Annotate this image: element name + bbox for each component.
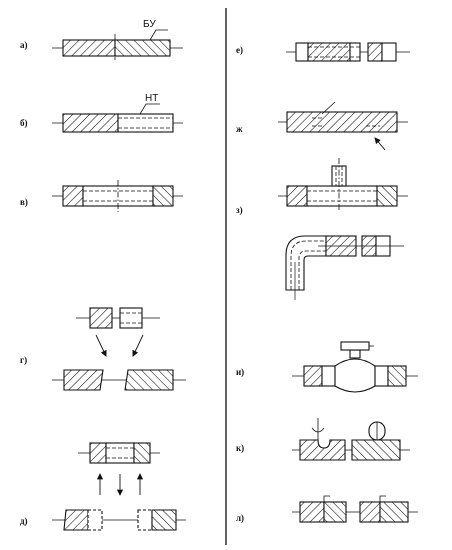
variant-label: а) [20,40,28,50]
variant-i: и) [236,341,418,393]
variant-k: к) [236,418,410,461]
variant-e: е) [236,42,410,62]
variant-label: е) [236,45,243,55]
variant-a: а) БУ [20,19,183,60]
variant-label: б) [20,118,28,128]
variant-label: к) [236,443,244,453]
variant-label: г) [20,355,27,365]
variant-label: и) [236,367,244,377]
variant-z: з) [236,158,408,300]
variant-b: б) НТ [20,93,183,133]
variant-v: в) [20,180,183,212]
variant-zh: ж [236,101,408,151]
variant-d: д) [20,442,186,531]
variant-label: ж [236,124,243,134]
variant-label: л) [236,513,244,523]
variant-label: в) [20,197,28,207]
callout-bu: БУ [143,19,156,30]
variant-label: з) [236,205,243,215]
variant-l: л) [236,495,418,523]
variant-g: г) [20,307,186,391]
variant-label: д) [20,516,28,526]
callout-nt: НТ [145,93,158,104]
